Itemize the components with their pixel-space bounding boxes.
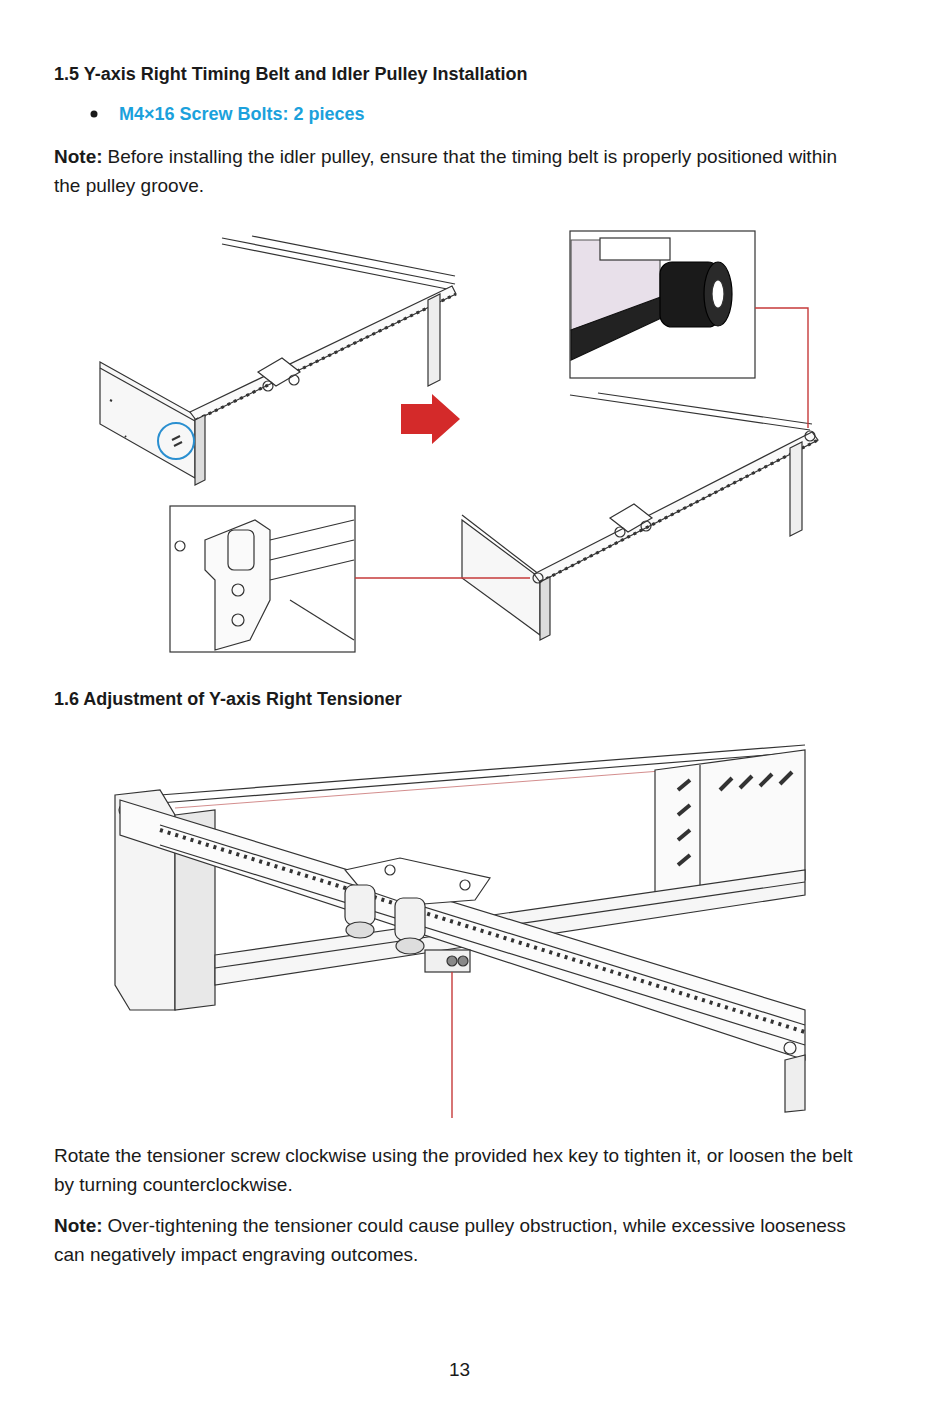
leader-line [755,308,808,428]
pulley-inset [570,231,755,378]
tensioner-view [115,745,805,1112]
text-block: M4×16 Screw Bolts: 2 pieces [119,100,819,129]
note-text: Before installing the idler pulley, ensu… [54,146,837,196]
text-block: Note:Before installing the idler pulley,… [54,142,854,200]
text-block: 13 [449,1355,509,1384]
leader-line [355,577,530,578]
leader-line [451,972,452,1118]
text-block: Rotate the tensioner screw clockwise usi… [54,1141,864,1199]
note-text: Over-tightening the tensioner could caus… [54,1215,846,1265]
step-arrow [401,394,460,444]
text-block: 1.6 Adjustment of Y-axis Right Tensioner [54,685,904,714]
frame-before [100,236,456,485]
bullet-dot [91,111,98,118]
bracket-inset [170,506,355,652]
text-block: 1.5 Y-axis Right Timing Belt and Idler P… [54,60,904,89]
instruction-text: Rotate the tensioner screw clockwise usi… [54,1145,852,1195]
text-block: Note:Over-tightening the tensioner could… [54,1211,854,1269]
section-heading: 1.6 Adjustment of Y-axis Right Tensioner [54,685,904,714]
page-number: 13 [449,1355,509,1384]
frame-after [462,393,818,640]
note-lead: Note: [54,1215,103,1236]
section-heading: 1.5 Y-axis Right Timing Belt and Idler P… [54,60,904,89]
parts-item: M4×16 Screw Bolts: 2 pieces [119,100,819,129]
note-lead: Note: [54,146,103,167]
